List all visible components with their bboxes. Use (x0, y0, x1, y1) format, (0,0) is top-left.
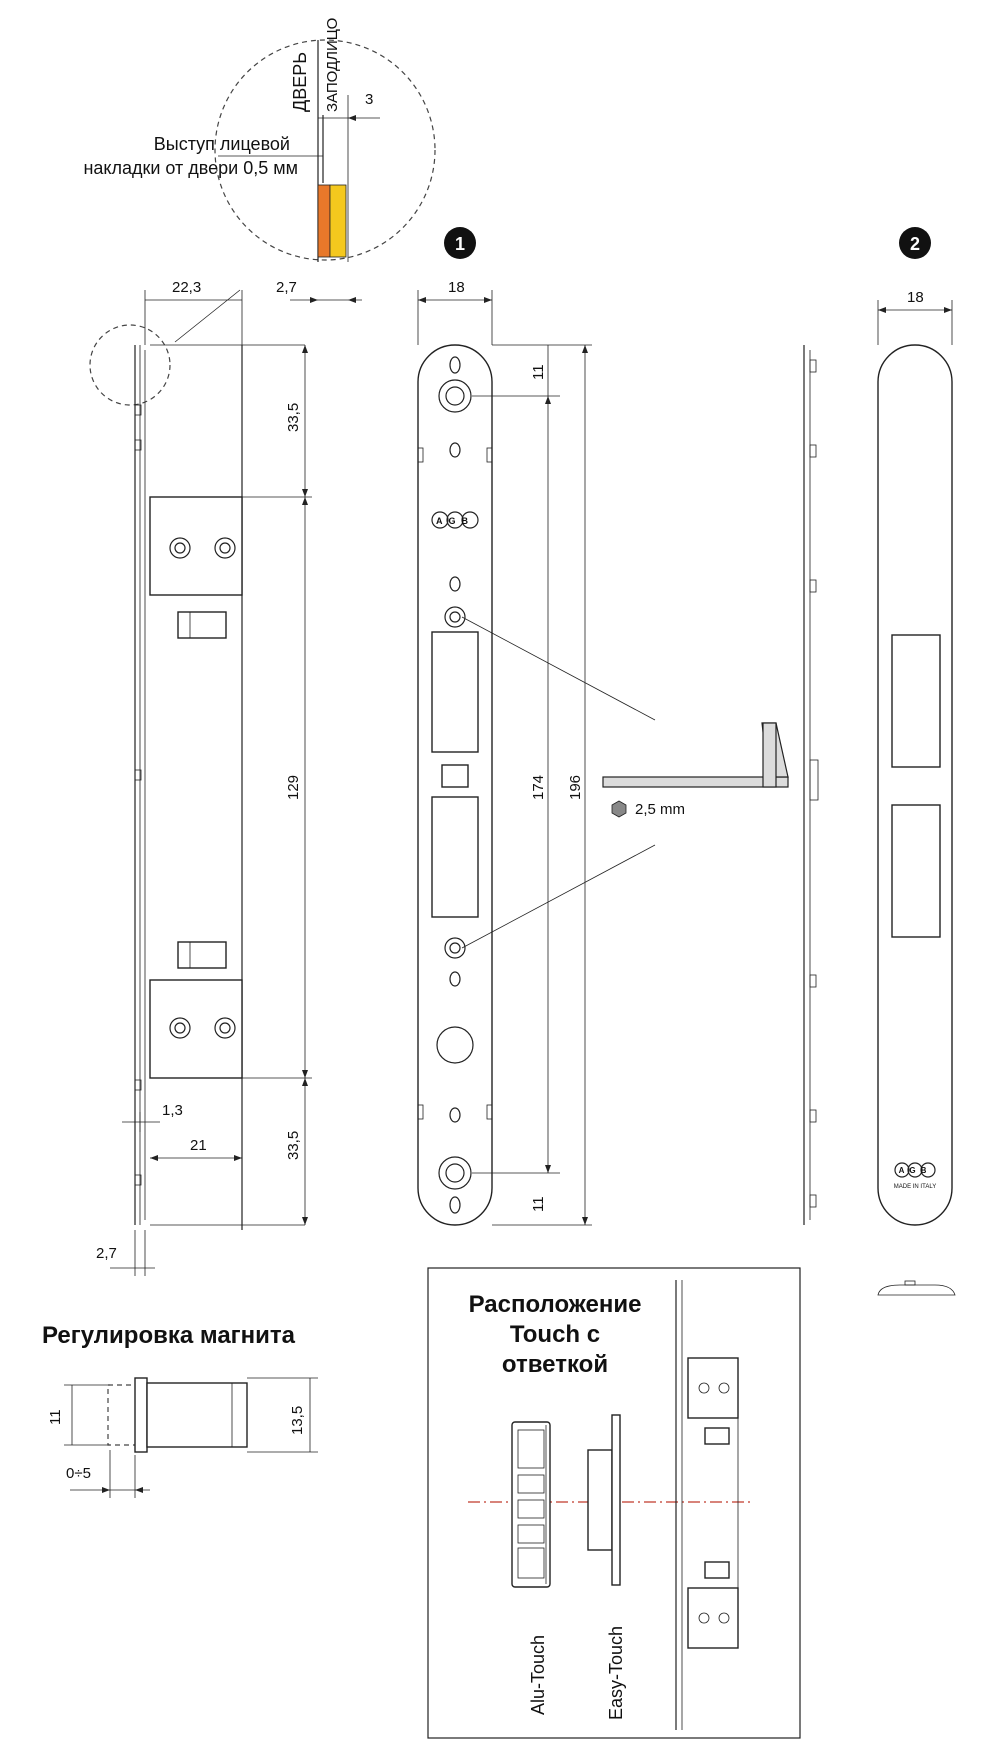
dim-hole-top: 11 (530, 364, 547, 380)
dim-33-5-bottom: 33,5 (285, 1131, 302, 1160)
touch-title-2: Touch с (510, 1321, 600, 1348)
alu-touch-label: Alu-Touch (528, 1635, 548, 1715)
strike-with-body (675, 1280, 739, 1730)
upper-body-block (149, 496, 243, 596)
svg-text:AGB: AGB (436, 516, 474, 526)
dim-hole-bottom: 11 (530, 1196, 547, 1212)
dim-33-5-top: 33,5 (285, 403, 302, 432)
cover-opening-top (891, 634, 941, 768)
hex-icon (611, 800, 627, 818)
dim-detail-offset: 3 (365, 91, 373, 108)
dim-plate-width: 18 (448, 279, 465, 296)
side-profile: 22,3 2,7 33,5 129 33,5 1,3 21 2,7 (89, 279, 362, 1276)
alu-touch-device (511, 1421, 551, 1588)
touch-position-panel: Расположение Touch с ответкой Alu-Touch … (427, 1267, 801, 1739)
plate-section-yellow (329, 184, 347, 258)
door-section-orange (317, 184, 331, 258)
front-plate-view: 1 18 AGB 11 (417, 227, 656, 1226)
dim-length-196: 196 (567, 775, 584, 800)
door-label: ДВЕРЬ (290, 52, 310, 112)
easy-touch-label: Easy-Touch (606, 1626, 626, 1720)
hex-key: 2,5 mm (602, 722, 789, 818)
hex-key-size: 2,5 mm (635, 801, 685, 818)
cover-agb-logo: AGB MADE IN ITALY (894, 1162, 936, 1190)
marker-2: 2 (910, 234, 920, 254)
dim-magnet-13-5: 13,5 (289, 1406, 306, 1435)
latch-opening-top (431, 631, 479, 753)
lower-body-block (149, 979, 243, 1079)
dim-thickness-bottom: 2,7 (96, 1245, 117, 1262)
dim-129: 129 (285, 775, 302, 800)
agb-logo: AGB (431, 511, 479, 529)
dim-21: 21 (190, 1137, 207, 1154)
svg-text:AGB: AGB (899, 1166, 932, 1175)
detail-view: 3 ДВЕРЬ ЗАПОДЛИЦО Выступ лицевой накладк… (83, 18, 436, 343)
dim-length-174: 174 (530, 775, 547, 800)
dim-magnet-11: 11 (47, 1409, 64, 1425)
svg-text:MADE IN ITALY: MADE IN ITALY (894, 1184, 936, 1190)
magnet-body (146, 1382, 248, 1448)
dim-magnet-range: 0÷5 (66, 1465, 91, 1482)
dim-1-3: 1,3 (162, 1102, 183, 1119)
magnet-adjustment: Регулировка магнита 11 13,5 0÷5 (42, 1322, 318, 1498)
cover-clip-profile (877, 1284, 956, 1296)
detail-circle (214, 39, 436, 261)
easy-touch-device (587, 1414, 621, 1586)
touch-title-1: Расположение (469, 1291, 642, 1318)
cover-plate-view: 2 18 AGB MADE IN ITALY (877, 227, 956, 1296)
dim-cover-width: 18 (907, 289, 924, 306)
protrusion-label-1: Выступ лицевой (154, 134, 290, 154)
latch-opening-bottom (431, 796, 479, 918)
protrusion-label-2: накладки от двери 0,5 мм (83, 158, 298, 178)
marker-1: 1 (455, 234, 465, 254)
magnet-title: Регулировка магнита (42, 1322, 296, 1349)
dim-thickness-top: 2,7 (276, 279, 297, 296)
dim-22-3: 22,3 (172, 279, 201, 296)
cover-plate (877, 344, 953, 1226)
plate-side-profile (803, 345, 819, 1225)
cover-opening-bottom (891, 804, 941, 938)
touch-title-3: ответкой (502, 1351, 608, 1378)
flush-label: ЗАПОДЛИЦО (324, 18, 341, 112)
